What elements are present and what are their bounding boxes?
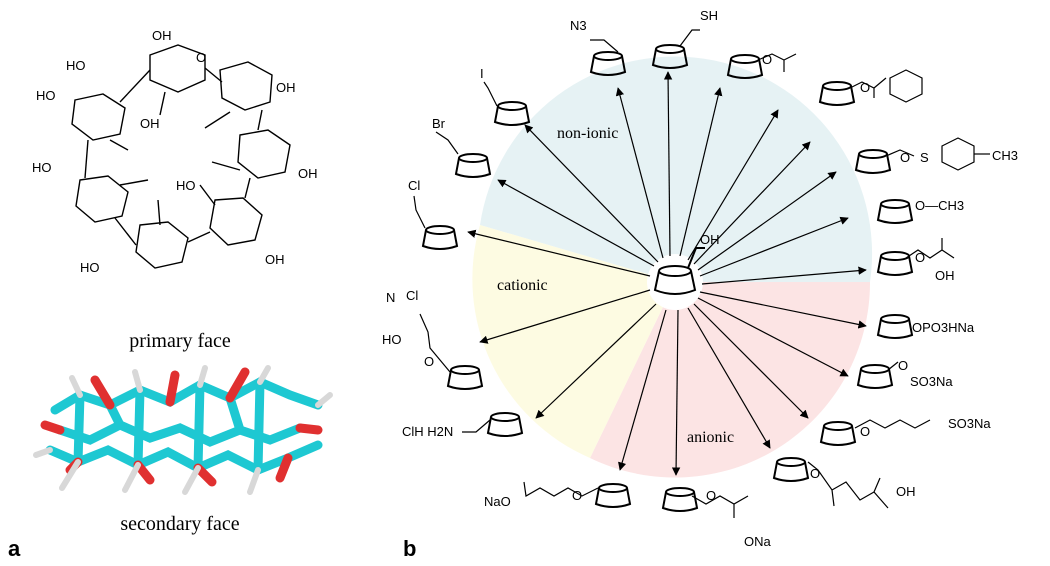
phosphate-label: OPO3HNa	[912, 320, 975, 335]
oh-label: OH	[265, 252, 285, 267]
bromo-label: Br	[432, 116, 446, 131]
thiol-label: SH	[700, 8, 718, 23]
cationic-label: cationic	[497, 277, 548, 294]
cp-nao-label: NaO	[484, 494, 511, 509]
sbe-label: SO3Na	[948, 416, 991, 431]
primary-face-caption: primary face	[129, 330, 231, 352]
cd-cones	[421, 44, 914, 512]
quat-o-label: O	[424, 354, 434, 369]
chloro-label: Cl	[408, 178, 420, 193]
oh-label: HO	[66, 58, 86, 73]
cp-o-label: O	[572, 488, 582, 503]
oh-label: OH	[152, 28, 172, 43]
ring-oxygen-label: O	[196, 50, 206, 65]
anionic-label: anionic	[687, 429, 734, 446]
tosyl-o-label: O	[900, 150, 910, 165]
oh-label: OH	[276, 80, 296, 95]
secondary-face-caption: secondary face	[120, 513, 239, 535]
center-hole	[647, 254, 703, 310]
benzoate-o-label: O	[860, 80, 870, 95]
oh-label: OH	[298, 166, 318, 181]
cationic-region	[472, 225, 675, 458]
oh-label: HO	[80, 260, 100, 275]
cm-ona-label: ONa	[744, 534, 772, 549]
nonionic-label: non-ionic	[557, 125, 618, 142]
oh-label: HO	[36, 88, 56, 103]
tosyl-s-label: S	[920, 150, 929, 165]
stick-model-3d	[33, 365, 333, 495]
cyclodextrin-structure	[71, 44, 291, 269]
hp-o-label: O	[915, 250, 925, 265]
sulfate-label: SO3Na	[910, 374, 953, 389]
panel-b: non-ionic cationic anionic	[382, 8, 1018, 561]
oh-label: HO	[32, 160, 52, 175]
substituent-labels: N3 SH O O O S CH3 O—CH3 O OH OPO3HNa O S…	[382, 8, 1018, 549]
substituent-bonds	[413, 29, 990, 518]
sbe-o-label: O	[860, 424, 870, 439]
quat-ho-label: HO	[382, 332, 402, 347]
panel-a: OH HO HO OH HO OH OH HO HO OH O primary …	[8, 28, 333, 561]
hp-oh-label: OH	[935, 268, 955, 283]
sulfate-o-label: O	[898, 358, 908, 373]
acetate-o-label: O	[762, 52, 772, 67]
panel-b-label: b	[403, 536, 416, 561]
amine-label: ClH H2N	[402, 424, 453, 439]
quat-cl-label: Cl	[406, 288, 418, 303]
azide-label: N3	[570, 18, 587, 33]
quat-n-label: N	[386, 290, 395, 305]
succ-o-label: O	[810, 466, 820, 481]
iodo-label: I	[480, 66, 484, 81]
center-cyclodextrin	[653, 247, 705, 295]
ring-hydroxyl-labels: OH HO HO OH HO OH OH HO HO OH O	[32, 28, 318, 275]
center-oh-label: OH	[700, 232, 720, 247]
methoxy-label: O—CH3	[915, 198, 964, 213]
oh-label: HO	[176, 178, 196, 193]
arrows	[467, 71, 867, 476]
methyl-label: CH3	[992, 148, 1018, 163]
oh-label: OH	[140, 116, 160, 131]
succ-oh-label: OH	[896, 484, 916, 499]
cm-o-label: O	[706, 488, 716, 503]
panel-a-label: a	[8, 536, 21, 561]
